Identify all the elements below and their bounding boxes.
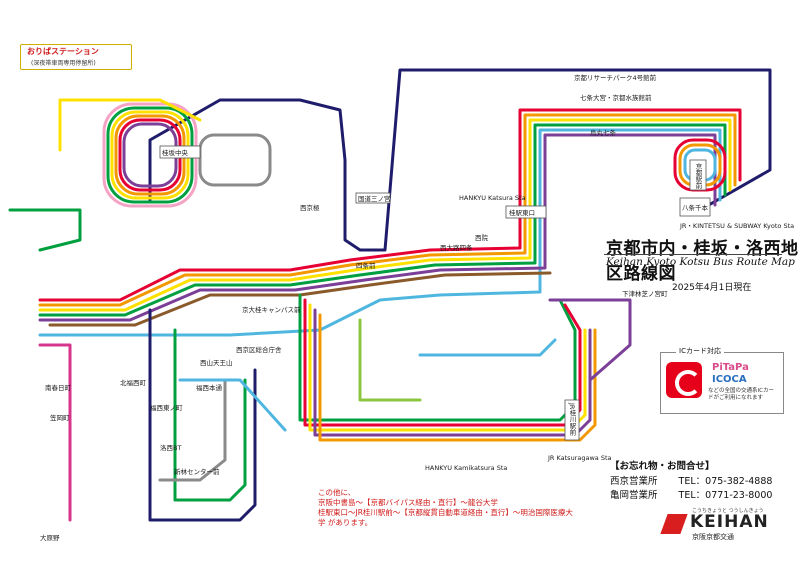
route-south-yellow xyxy=(308,303,587,432)
label-jr-katsuragawa: JR Katsuragawa Sta xyxy=(547,454,611,462)
label-shichijo: 七条大宮・京都水族館前 xyxy=(580,93,652,102)
label-research: 京都リサーチパーク4号館前 xyxy=(574,73,657,82)
contact-title: 【お忘れ物・お問合せ】 xyxy=(610,461,715,472)
label-hachijo: 八条千本 xyxy=(682,203,709,212)
keihan-logo-sub: 京阪京都交通 xyxy=(692,533,734,541)
note-line-2: 京阪中書島～【京都バイパス経由・直行】～龍谷大学 xyxy=(318,498,498,507)
orilba-station-note: (深夜帯車両専用停留所) xyxy=(31,60,96,67)
orilba-station-name: おりばステーション xyxy=(27,47,99,56)
route-rakusai-navy xyxy=(148,308,257,522)
label-nishiin: 西院 xyxy=(475,233,489,242)
route-purple xyxy=(38,133,717,322)
label-kyoudai: 京大桂キャンパス前 xyxy=(242,305,301,314)
label-hankyu-katsura: HANKYU Katsura Sta xyxy=(459,194,526,202)
label-nishinishijo: 西京区総合庁舎 xyxy=(236,345,282,354)
label-katsura-east: 桂駅東口 xyxy=(509,208,535,217)
ic-card-title: ICカード対応 xyxy=(676,346,724,356)
ic-note: などの全国の交通系ICカードがご利用になれます xyxy=(708,388,774,401)
label-kokudo: 国道三ノ宮 xyxy=(358,194,391,203)
label-hankyu-kamikatsura: HANKYU Kamikatsura Sta xyxy=(425,464,507,472)
route-yellow-west xyxy=(58,98,202,152)
label-rakusai-bt: 洛西BT xyxy=(160,443,181,452)
stop-box-kyoto-eki xyxy=(689,159,707,191)
office-2: 亀岡営業所 xyxy=(610,490,658,501)
map-date: 2025年4月1日現在 xyxy=(672,283,752,293)
route-navy xyxy=(148,68,772,252)
contact-row-2: 亀岡営業所 TEL：0771-23-8000 xyxy=(610,487,772,501)
contact-block: 【お忘れ物・お問合せ】 西京営業所 TEL：075-382-4888 亀岡営業所… xyxy=(610,458,772,501)
route-rakusai-green xyxy=(173,328,247,502)
route-south-orange xyxy=(318,313,597,442)
label-katsurazaka: 桂坂中央 xyxy=(162,148,189,157)
label-fukunishi-higashi: 福西東ノ町 xyxy=(150,403,183,412)
contact-row-1: 西京営業所 TEL：075-382-4888 xyxy=(610,473,772,487)
label-fukunishi: 福西本通 xyxy=(196,383,223,392)
loop-gray xyxy=(198,133,272,187)
route-east-lightgreen xyxy=(358,318,422,402)
keihan-logo-ruby: こうちきょうと つうしんきょう xyxy=(692,508,764,514)
ic-logo-icon xyxy=(666,362,702,398)
map-subtitle: Keihan Kyoto Kotsu Bus Route Map xyxy=(606,256,795,268)
tel-2: TEL：0771-23-8000 xyxy=(678,490,773,501)
stop-box-katsura-east xyxy=(505,205,547,219)
label-kyoto-eki: 京都駅前 xyxy=(694,162,702,191)
note-line-3: 桂駅東口～JR桂川駅前～【京都縦貫自動車道経由・直行】～明治国際医療大学 があり… xyxy=(318,508,573,527)
route-red xyxy=(38,108,742,302)
office-1: 西京営業所 xyxy=(610,476,658,487)
route-yellow xyxy=(38,118,732,312)
route-east-purple xyxy=(548,298,632,412)
label-jr-kyoto: JR・KINTETSU & SUBWAY Kyoto Sta xyxy=(679,222,794,230)
label-shijomae: 四条前 xyxy=(356,261,376,270)
route-magenta xyxy=(38,343,72,522)
stop-markers xyxy=(159,145,711,441)
route-south-green xyxy=(298,293,577,422)
route-green xyxy=(38,123,727,317)
label-shimotsu: 下津林芝ノ宮町 xyxy=(622,289,668,298)
note-line-1: この他に、 xyxy=(318,488,356,497)
pitapa-label: PiTaPa xyxy=(712,362,749,373)
label-minamikasuga: 南春日町 xyxy=(45,383,72,392)
route-rakusai-cyan xyxy=(178,378,287,432)
label-nishikyogoku: 西京極 xyxy=(300,203,320,212)
title-rule xyxy=(604,254,782,255)
icoca-label: ICOCA xyxy=(712,374,747,385)
label-kitafuku: 北福西町 xyxy=(120,378,147,387)
stop-box-kokudo xyxy=(355,192,391,204)
route-rakusai-gray xyxy=(158,378,227,482)
label-kasaoka: 笠岡町 xyxy=(50,413,70,422)
label-oharano: 大原野 xyxy=(40,533,60,542)
label-jr-katsuragawa-jp: JR桂川駅前 xyxy=(568,402,576,437)
stop-labels: 桂坂中央 桂駅東口 国道三ノ宮 HANKYU Katsura Sta HANKY… xyxy=(40,73,794,542)
keihan-logo-text: KEIHAN xyxy=(690,512,769,532)
tel-1: TEL：075-382-4888 xyxy=(678,476,773,487)
label-nishiyama: 西山天王山 xyxy=(200,358,233,367)
route-cyan xyxy=(38,128,722,337)
label-karasuma: 烏丸七条 xyxy=(590,128,617,137)
stop-box-hachijo xyxy=(679,197,711,217)
route-orange xyxy=(38,113,737,307)
label-nishiyoshi: 西大路四条 xyxy=(440,243,473,252)
additional-routes-note: この他に、 京阪中書島～【京都バイパス経由・直行】～龍谷大学 桂駅東口～JR桂川… xyxy=(318,488,578,528)
label-shinkawa: 新林センター前 xyxy=(174,467,220,476)
route-green-west xyxy=(8,208,82,252)
orilba-station-box: おりばステーション (深夜帯車両専用停留所) xyxy=(20,44,132,70)
route-east-cyan xyxy=(418,338,557,357)
stop-box-katsurazaka xyxy=(159,145,201,159)
stop-box-jr-katsuragawa xyxy=(564,399,580,441)
